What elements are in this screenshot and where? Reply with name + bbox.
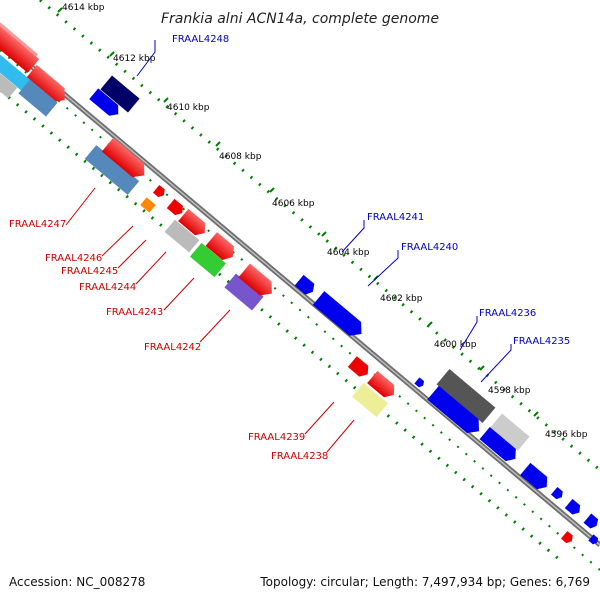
gene-block-red[interactable] (25, 64, 70, 107)
gene-block-red[interactable] (238, 263, 277, 301)
gene-block-red[interactable] (347, 356, 372, 380)
gene-labels: FRAAL4248 FRAAL4241 FRAAL4240 FRAAL4236 … (9, 34, 570, 462)
gene-label-fraal4247[interactable]: FRAAL4247 (9, 219, 66, 230)
gene-label-fraal4235[interactable]: FRAAL4235 (513, 336, 570, 347)
tick-label: 4606 kbp (272, 199, 315, 209)
tick-mark (163, 97, 169, 103)
gene-label-fraal4248[interactable]: FRAAL4248 (172, 34, 229, 45)
gene-block-blue[interactable] (583, 513, 600, 531)
tick-mark (57, 7, 63, 13)
tick-mark (321, 231, 327, 237)
gene-block-red[interactable] (152, 184, 167, 199)
gene-block-grey[interactable] (164, 219, 200, 253)
gene-block-red[interactable] (367, 370, 399, 401)
gene-block-blue[interactable] (312, 291, 367, 341)
gene-block-khaki[interactable] (351, 382, 389, 418)
gene-block-navy[interactable] (100, 75, 140, 113)
gene-label-fraal4241[interactable]: FRAAL4241 (367, 212, 424, 223)
gene-block-red[interactable] (101, 137, 150, 183)
gene-block-darkgrey[interactable] (436, 369, 496, 423)
tick-mark (479, 365, 485, 371)
gene-block-red[interactable] (178, 208, 210, 239)
tick-mark (269, 187, 275, 193)
gene-block-grey[interactable] (0, 69, 18, 99)
gene-block-blue[interactable] (294, 274, 318, 297)
leader-lines (65, 40, 512, 453)
tick-label: 4614 kbp (62, 3, 105, 13)
tick-label: 4612 kbp (113, 54, 156, 64)
tick-label: 4608 kbp (219, 152, 262, 162)
gene-label-fraal4236[interactable]: FRAAL4236 (479, 308, 536, 319)
tick-label: 4598 kbp (488, 386, 531, 396)
gene-label-fraal4239[interactable]: FRAAL4239 (248, 432, 305, 443)
tick-label: 4600 kbp (434, 340, 477, 350)
gene-block-cyan[interactable] (0, 52, 32, 92)
gene-label-fraal4244[interactable]: FRAAL4244 (79, 282, 136, 293)
gene-block-green[interactable] (189, 242, 227, 278)
gene-block-orange[interactable] (140, 197, 156, 213)
tick-mark (533, 411, 539, 417)
gene-block-red[interactable] (0, 20, 41, 73)
gene-block-red[interactable] (166, 198, 186, 218)
tick-mark (215, 141, 221, 147)
genome-summary-text: Topology: circular; Length: 7,497,934 bp… (259, 575, 590, 589)
tick-label: 4602 kbp (380, 294, 423, 304)
inner-dotted-line (0, 88, 561, 562)
gene-label-fraal4246[interactable]: FRAAL4246 (45, 253, 102, 264)
gene-block-blue[interactable] (588, 534, 599, 545)
gene-block-purple[interactable] (224, 273, 264, 311)
outer-dotted-line (39, 0, 600, 472)
gene-block-blue[interactable] (564, 498, 583, 517)
gene-label-fraal4240[interactable]: FRAAL4240 (401, 242, 458, 253)
gene-block-blue[interactable] (550, 486, 565, 501)
gene-block-red[interactable] (205, 232, 238, 264)
tick-label: 4604 kbp (327, 248, 370, 258)
accession-text: Accession: NC_008278 (9, 575, 145, 589)
gene-block-blue[interactable] (520, 462, 552, 493)
tick-label: 4596 kbp (545, 430, 588, 440)
mid-dotted-line (0, 49, 600, 571)
tick-mark (427, 321, 433, 327)
tick-dotted-lines (0, 0, 600, 571)
gene-label-fraal4242[interactable]: FRAAL4242 (144, 342, 201, 353)
gene-block-red[interactable] (560, 530, 575, 545)
tick-label: 4610 kbp (167, 103, 210, 113)
gene-block-blue[interactable] (427, 385, 485, 438)
gene-block-blue[interactable] (89, 88, 123, 119)
gene-label-fraal4245[interactable]: FRAAL4245 (61, 266, 118, 277)
gene-block-steelblue[interactable] (84, 145, 140, 195)
gene-block-lightgrey[interactable] (490, 413, 530, 451)
gene-block-blue[interactable] (479, 427, 521, 465)
tick-mark (109, 51, 115, 57)
scale-ticks: 4614 kbp 4612 kbp 4610 kbp 4608 kbp 4606… (57, 3, 588, 440)
gene-block-steelblue[interactable] (18, 79, 58, 117)
gene-label-fraal4243[interactable]: FRAAL4243 (106, 307, 163, 318)
map-title: Frankia alni ACN14a, complete genome (161, 11, 439, 27)
gene-blocks (0, 20, 600, 545)
gene-block-blue[interactable] (414, 377, 425, 388)
gene-label-fraal4238[interactable]: FRAAL4238 (271, 451, 328, 462)
